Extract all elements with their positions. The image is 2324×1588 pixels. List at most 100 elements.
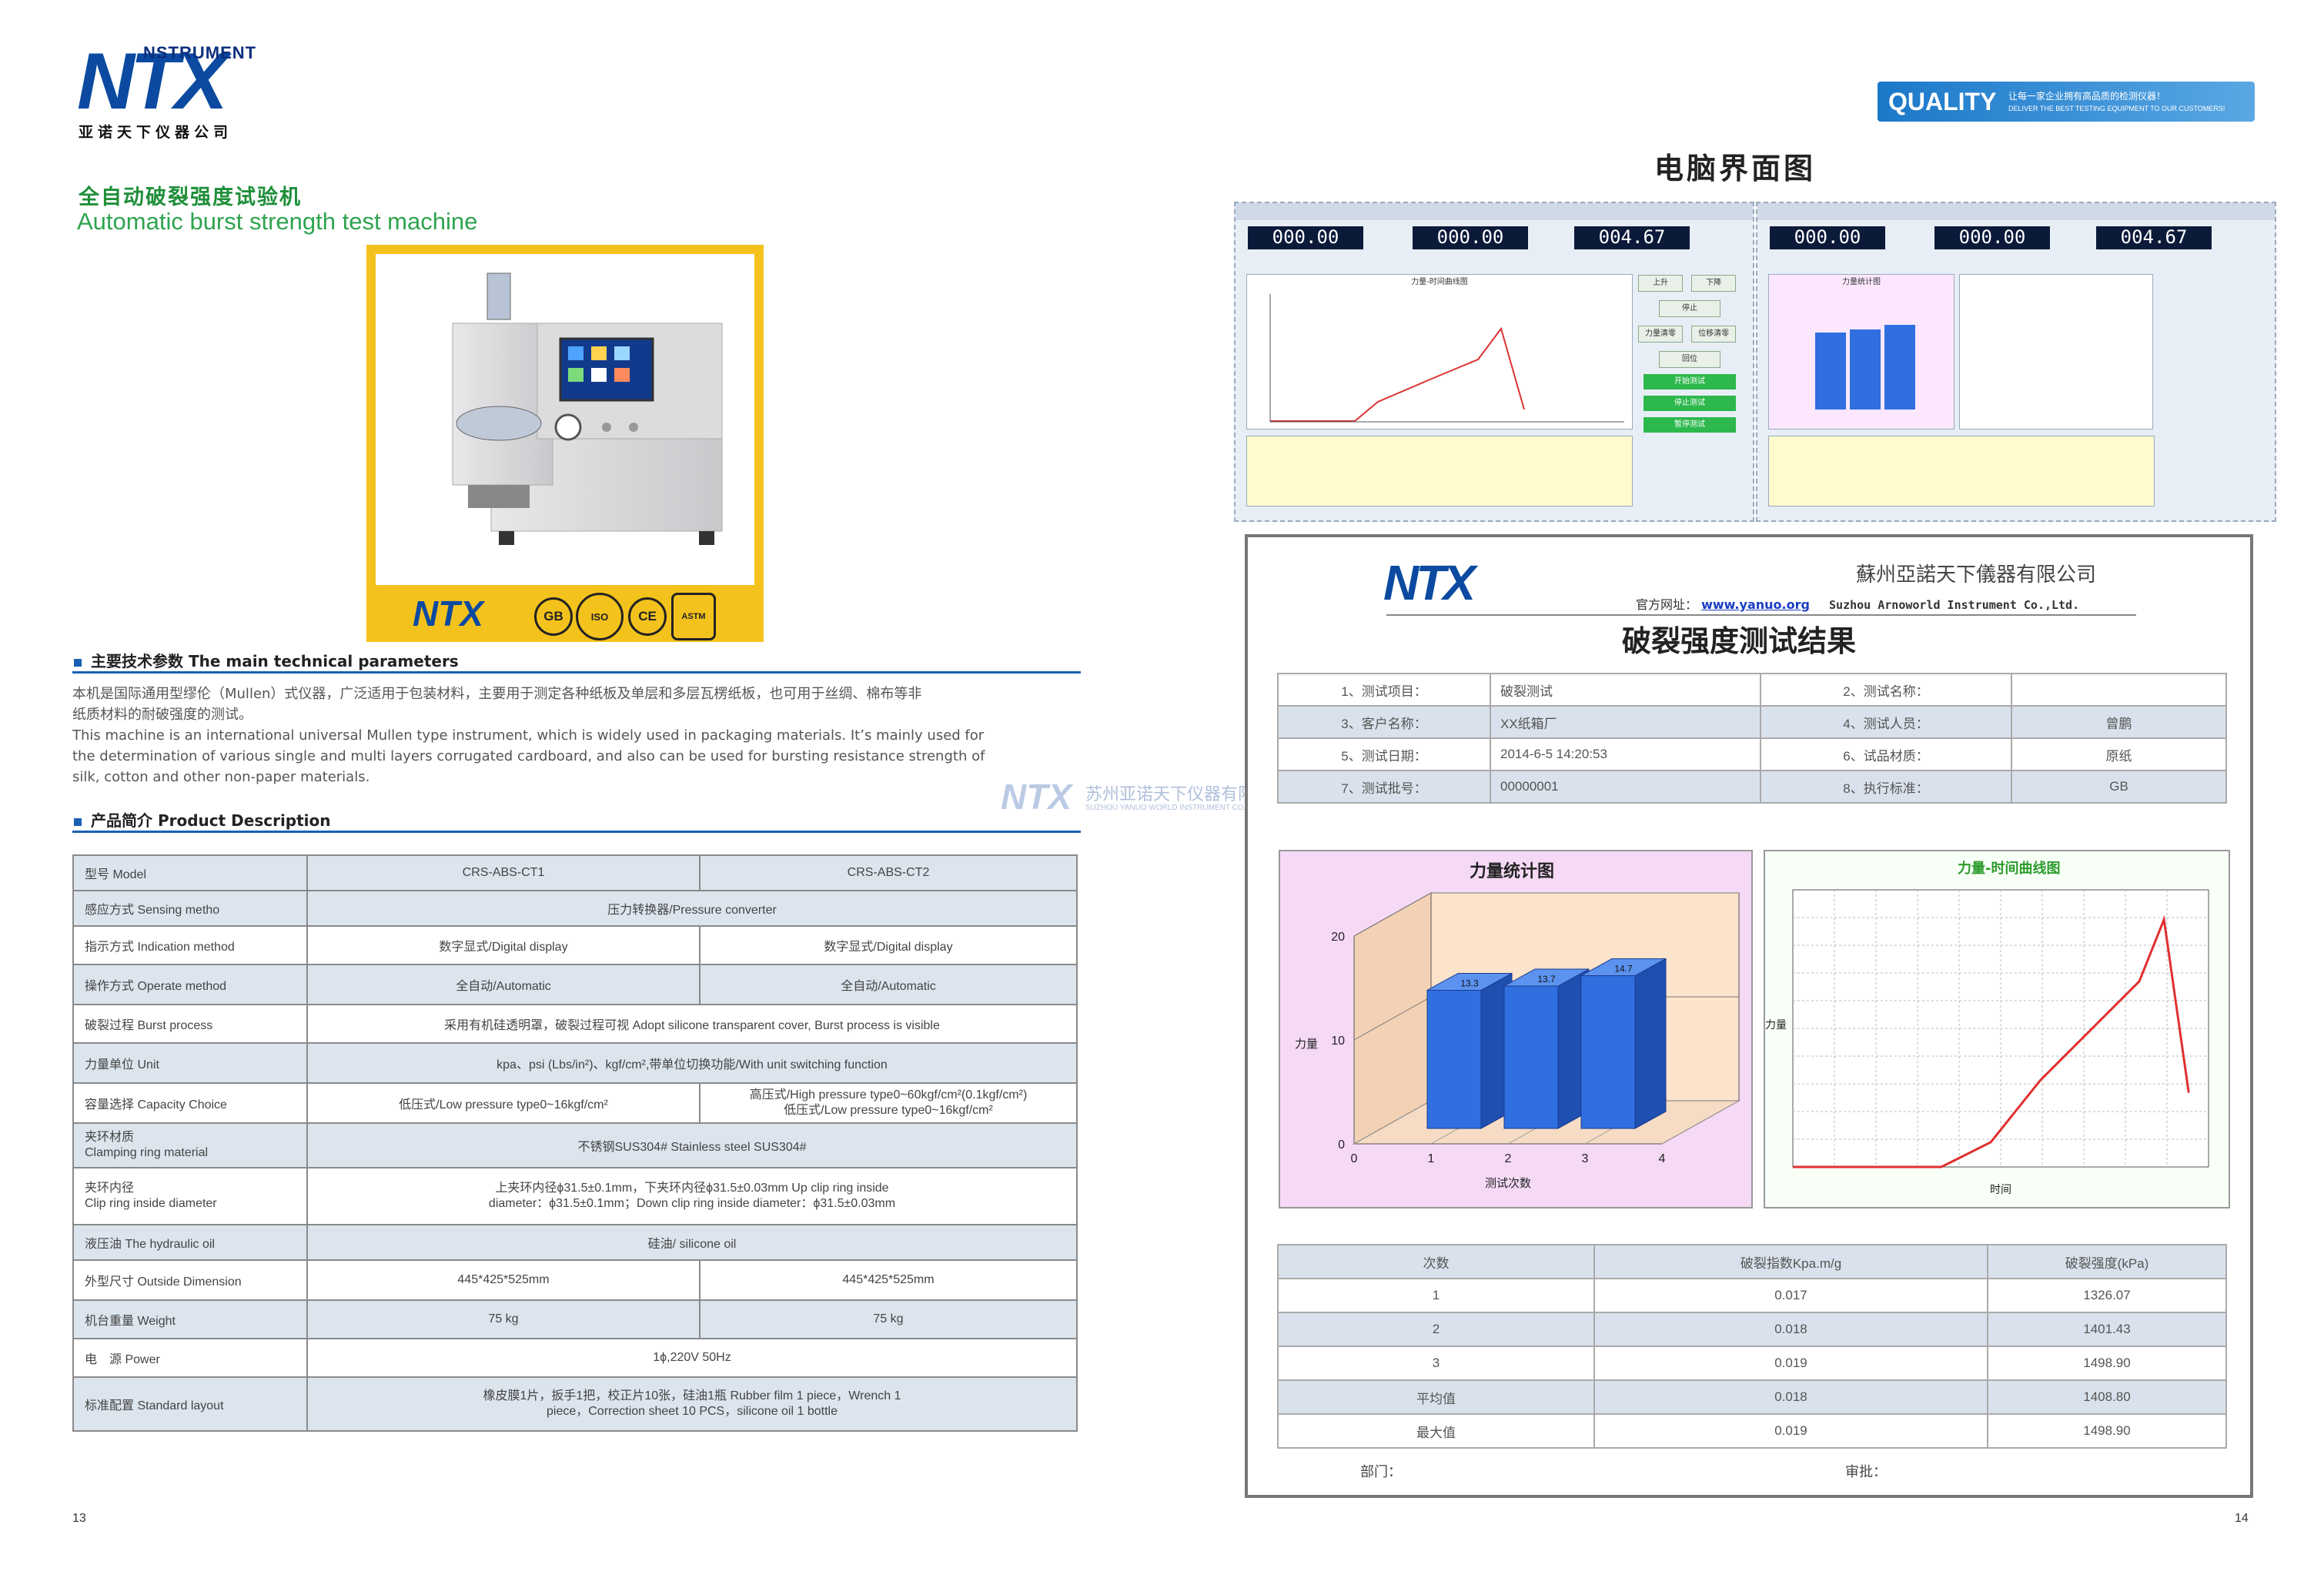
product-title-en: Automatic burst strength test machine — [77, 208, 478, 235]
spec-row-value: 445*425*525mm — [306, 1259, 701, 1301]
spec-row-value: 采用有机硅透明罩，破裂过程可视 Adopt silicone transpare… — [306, 1004, 1078, 1044]
btn-zero-force[interactable]: 力量清零 — [1638, 326, 1683, 343]
spec-row-label: 机台重量 Weight — [72, 1299, 308, 1339]
cert-ce-icon: CE — [628, 597, 667, 636]
spec-row-value-line: diameter：ϕ31.5±0.1mm；Down clip ring insi… — [488, 1197, 896, 1210]
btn-start-test[interactable]: 开始测试 — [1644, 374, 1736, 389]
info-value: 曾鹏 — [2011, 705, 2227, 739]
info-value: GB — [2011, 770, 2227, 804]
results-cell: 1408.80 — [1987, 1379, 2227, 1415]
quality-label: QUALITY — [1888, 88, 1997, 115]
section-heading-description: 产品简介 Product Description — [74, 808, 331, 831]
bar-top — [1426, 972, 1513, 991]
x-tick-label: 1 — [1428, 1152, 1435, 1165]
section-heading-text: 产品简介 Product Description — [91, 811, 331, 830]
cert-gb-icon: GB — [534, 597, 573, 636]
screenshot-data-panel — [1246, 436, 1633, 506]
intro-en-line1: This machine is an international univers… — [72, 727, 985, 744]
x-tick-label: 3 — [1582, 1152, 1589, 1165]
machine-photo-frame: NTX GB ISO CE ASTM — [366, 245, 764, 642]
screenshot-chart-title: 力量-时间曲线图 — [1411, 278, 1468, 286]
spec-row-value-line: piece，Correction sheet 10 PCS，silicone o… — [547, 1405, 838, 1418]
info-value: 原纸 — [2011, 737, 2227, 771]
btn-return[interactable]: 回位 — [1659, 351, 1720, 368]
test-report: NTX 蘇州亞諾天下儀器有限公司 官方网址： www.yanuo.org Suz… — [1245, 534, 2253, 1498]
section-rule — [72, 671, 1081, 674]
readout-3: 004.67 — [2096, 226, 2212, 249]
results-header: 破裂指数Kpa.m/g — [1593, 1244, 1988, 1279]
btn-stop[interactable]: 停止 — [1659, 300, 1720, 317]
readout-3: 004.67 — [1574, 226, 1690, 249]
screenshot-buttons: 上升 下降 停止 力量清零 位移清零 回位 开始测试 停止测试 暂停测试 — [1636, 272, 1744, 439]
btn-zero-disp[interactable]: 位移清零 — [1691, 326, 1737, 343]
bar-top — [1580, 958, 1667, 977]
page-number-left: 13 — [72, 1512, 86, 1525]
spec-table: 型号 Model CRS-ABS-CT1 CRS-ABS-CT2 感应方式 Se… — [72, 854, 1078, 1432]
y-axis-label: 力量 — [1765, 1019, 1787, 1031]
results-cell: 平均值 — [1277, 1379, 1595, 1415]
spec-header-model2: CRS-ABS-CT2 — [699, 854, 1078, 891]
cert-astm-icon: ASTM — [671, 593, 716, 640]
info-label: 3、客户名称： — [1277, 705, 1491, 739]
quality-line2: DELIVER THE BEST TESTING EQUIPMENT TO OU… — [2008, 105, 2225, 112]
results-cell: 1 — [1277, 1278, 1595, 1313]
gridline — [1661, 1100, 1740, 1145]
results-cell: 0.019 — [1593, 1346, 1988, 1381]
bar-data-label: 13.3 — [1460, 978, 1479, 988]
spec-row-value: 全自动/Automatic — [306, 964, 701, 1005]
quality-banner: QUALITY 让每一家企业拥有高品质的检测仪器！ DELIVER THE BE… — [1878, 82, 2255, 122]
screenshot-bar-title: 力量统计图 — [1842, 278, 1881, 286]
readout-2: 000.00 — [1934, 226, 2050, 249]
spec-row-label: 液压油 The hydraulic oil — [72, 1224, 308, 1261]
gridline — [1353, 996, 1432, 1041]
report-website-link[interactable]: www.yanuo.org — [1701, 597, 1810, 612]
x-tick-label: 4 — [1659, 1152, 1666, 1165]
results-cell: 1498.90 — [1987, 1346, 2227, 1381]
bar-data-label: 13.7 — [1537, 974, 1556, 985]
report-company-cn: 蘇州亞諾天下儀器有限公司 — [1856, 563, 2097, 587]
screenshot-titlebar — [1236, 203, 1753, 220]
cert-iso-icon: ISO — [576, 593, 624, 640]
btn-stop-test[interactable]: 停止测试 — [1644, 396, 1736, 411]
report-website-row: 官方网址： www.yanuo.org Suzhou Arnoworld Ins… — [1636, 594, 2079, 613]
screenshot-mini-panel — [1959, 274, 2153, 430]
info-value: 2014-6-5 14:20:53 — [1490, 737, 1761, 771]
info-label: 4、测试人员： — [1760, 705, 2012, 739]
screenshot-line-curve — [1269, 294, 1624, 423]
spec-row-label-line: 夹环内径 — [85, 1182, 135, 1195]
screenshot-data-panel — [1768, 436, 2155, 506]
readout-2: 000.00 — [1413, 226, 1528, 249]
y-tick-label: 0 — [1338, 1138, 1345, 1152]
spec-row-label-line: Clamping ring material — [85, 1146, 209, 1159]
intro-paragraph: 本机是国际通用型缪伦（Mullen）式仪器，广泛适用于包装材料，主要用于测定各种… — [72, 684, 1088, 787]
spec-row-label-multi: 夹环材质 Clamping ring material — [72, 1122, 308, 1168]
spec-row-value: 445*425*525mm — [699, 1259, 1078, 1301]
btn-down[interactable]: 下降 — [1691, 275, 1737, 292]
bar — [1503, 985, 1559, 1129]
report-header-rule — [1386, 614, 2136, 616]
results-cell: 2 — [1277, 1312, 1595, 1347]
results-cell: 0.018 — [1593, 1312, 1988, 1347]
btn-pause-test[interactable]: 暂停测试 — [1644, 417, 1736, 433]
spec-row-label-multi: 夹环内径 Clip ring inside diameter — [72, 1167, 308, 1225]
gridline — [1353, 892, 1432, 937]
spec-row-label: 标准配置 Standard layout — [72, 1376, 308, 1432]
bar-data-label: 14.7 — [1614, 964, 1633, 975]
spec-row-value: 全自动/Automatic — [699, 964, 1078, 1005]
machine-photo — [376, 254, 754, 585]
spec-row-label: 指示方式 Indication method — [72, 925, 308, 965]
results-cell: 0.018 — [1593, 1379, 1988, 1415]
info-value: 00000001 — [1490, 770, 1761, 804]
spec-header-label: 型号 Model — [72, 854, 308, 891]
x-axis-label: 时间 — [1990, 1184, 2011, 1196]
screen-section-title: 电脑界面图 — [1654, 151, 1817, 186]
report-company-en: Suzhou Arnoworld Instrument Co.,Ltd. — [1829, 598, 2080, 612]
bar — [1580, 975, 1636, 1129]
btn-up[interactable]: 上升 — [1638, 275, 1683, 292]
y-tick-label: 10 — [1331, 1035, 1345, 1048]
spec-row-value: 75 kg — [306, 1299, 701, 1339]
spec-row-value-multi: 上夹环内径ϕ31.5±0.1mm，下夹环内径ϕ31.5±0.03mm Up cl… — [306, 1167, 1078, 1225]
spec-row-label: 破裂过程 Burst process — [72, 1004, 308, 1044]
